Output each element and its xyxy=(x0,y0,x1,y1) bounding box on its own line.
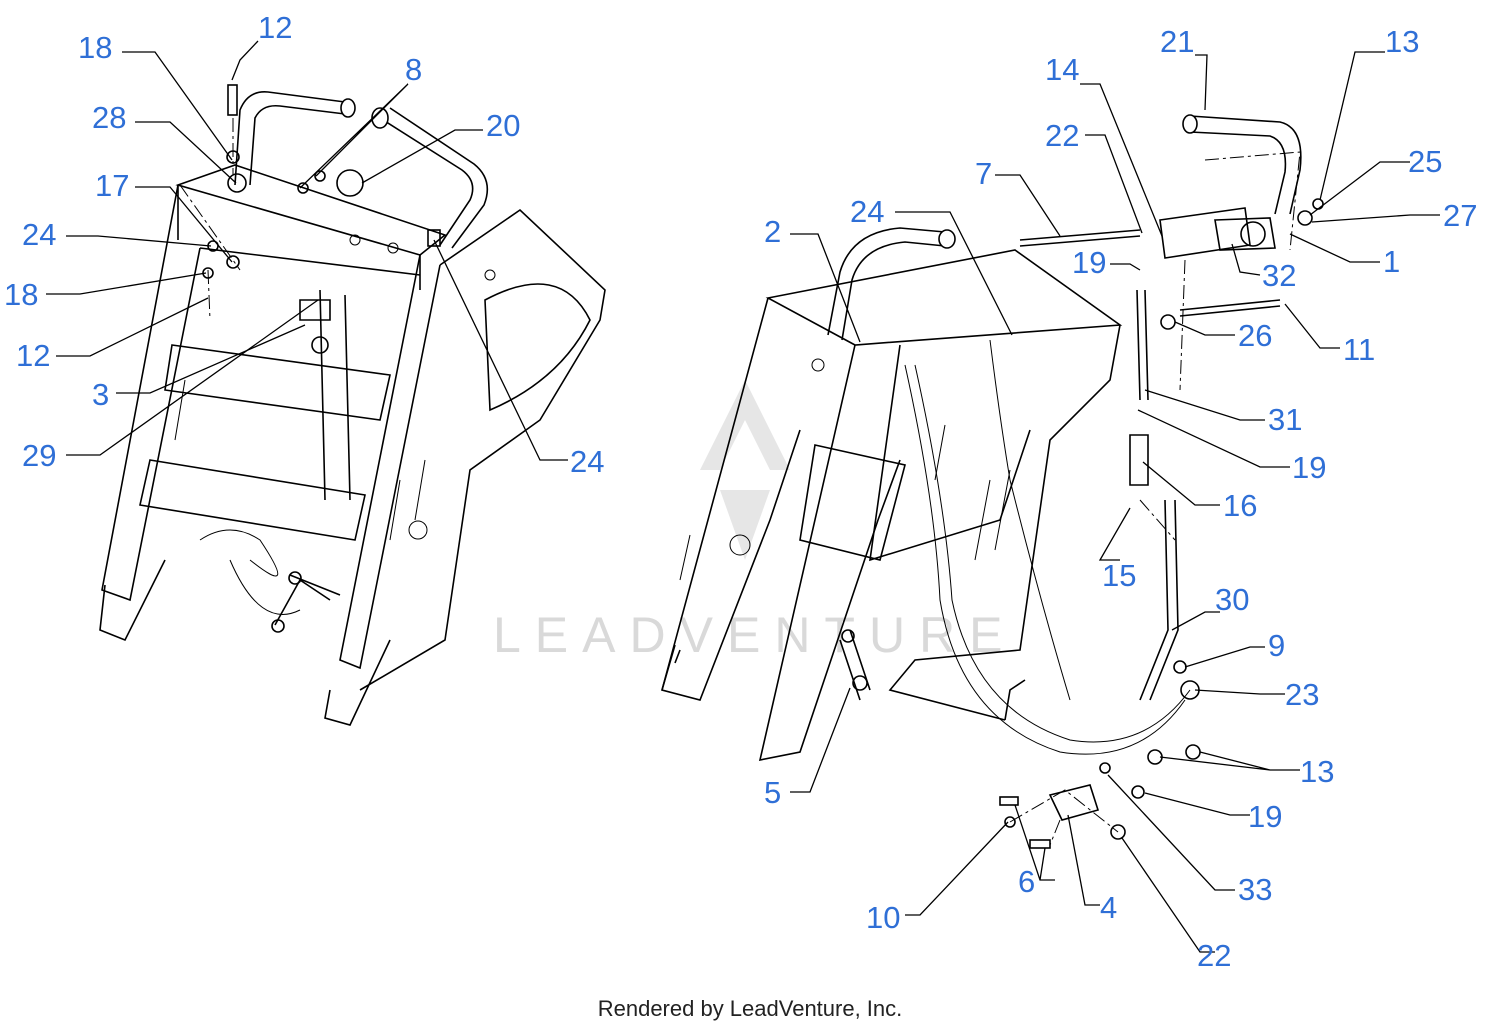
callout-label: 26 xyxy=(1238,318,1272,353)
callout-label: 16 xyxy=(1223,488,1257,523)
callout-label: 5 xyxy=(764,775,781,810)
callout-label: 22 xyxy=(1197,938,1231,973)
callout-label: 11 xyxy=(1343,332,1375,367)
callout-label: 7 xyxy=(975,156,992,191)
callout-label: 17 xyxy=(95,168,129,203)
callout-label: 19 xyxy=(1072,245,1106,280)
callout-label: 19 xyxy=(1248,799,1282,834)
watermark-text: LEADVENTURE xyxy=(493,607,1017,663)
callout-label: 24 xyxy=(850,194,884,229)
callout-label: 15 xyxy=(1102,558,1136,593)
callout-label: 10 xyxy=(866,900,900,935)
callout-label: 21 xyxy=(1160,24,1194,59)
callout-label: 33 xyxy=(1238,872,1272,907)
callout-label: 28 xyxy=(92,100,126,135)
callout-label: 12 xyxy=(16,338,50,373)
right-assembly xyxy=(661,114,1324,849)
callout-label: 31 xyxy=(1268,402,1302,437)
callout-label: 20 xyxy=(486,108,520,143)
callout-label: 9 xyxy=(1268,628,1285,663)
callout-label: 27 xyxy=(1443,198,1477,233)
callout-label: 1 xyxy=(1383,244,1400,279)
callout-label: 30 xyxy=(1215,582,1249,617)
right-view-callouts: 21 13 14 22 25 7 27 24 2 19 1 32 26 11 3… xyxy=(764,24,1477,973)
callout-label: 18 xyxy=(78,30,112,65)
callout-label: 25 xyxy=(1408,144,1442,179)
callout-label: 23 xyxy=(1285,677,1319,712)
callout-label: 14 xyxy=(1045,52,1079,87)
callout-label: 24 xyxy=(22,217,56,252)
callout-label: 2 xyxy=(764,214,781,249)
left-view-callouts: 18 12 28 8 20 17 24 18 12 3 29 24 xyxy=(4,10,604,479)
callout-label: 3 xyxy=(92,377,109,412)
callout-label: 4 xyxy=(1100,890,1117,925)
callout-label: 32 xyxy=(1262,258,1296,293)
callout-label: 18 xyxy=(4,277,38,312)
callout-label: 8 xyxy=(405,52,422,87)
rendered-by-credit: Rendered by LeadVenture, Inc. xyxy=(597,996,903,1021)
callout-label: 19 xyxy=(1292,450,1326,485)
callout-label: 22 xyxy=(1045,118,1079,153)
left-assembly xyxy=(99,84,606,726)
watermark-logo-icon xyxy=(700,380,790,470)
callout-label: 6 xyxy=(1018,864,1035,899)
callout-label: 13 xyxy=(1300,754,1334,789)
callout-label: 13 xyxy=(1385,24,1419,59)
callout-label: 29 xyxy=(22,438,56,473)
watermark: LEADVENTURE xyxy=(493,380,1017,663)
callout-label: 24 xyxy=(570,444,604,479)
callout-label: 12 xyxy=(258,10,292,45)
leader-lines xyxy=(46,40,1440,953)
